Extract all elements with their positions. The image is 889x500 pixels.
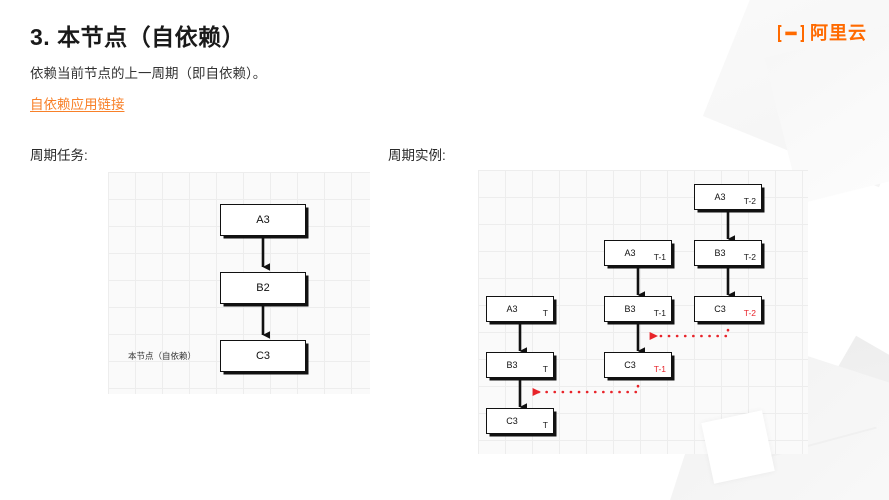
self-dependency-link[interactable]: 自依赖应用链接 — [30, 97, 125, 112]
section-heading-periodic-instance: 周期实例: — [388, 148, 446, 163]
periodic-task-diagram: A3 B2 C3 本节点（自依赖） — [108, 172, 370, 394]
node-c3-t[interactable]: C3 T — [486, 408, 554, 434]
node-b3-t1-tag: T-1 — [653, 307, 666, 318]
node-b3-t-tag: T — [542, 363, 548, 374]
node-b3-t2[interactable]: B3 T-2 — [694, 240, 762, 266]
node-c3[interactable]: C3 — [220, 340, 306, 372]
node-c3-t2-tag: T-2 — [743, 307, 756, 318]
node-a3-t2-label: A3 — [714, 191, 726, 202]
node-a3-t-tag: T — [542, 307, 548, 318]
node-a3-t1-label: A3 — [624, 247, 636, 258]
node-c3-t-label: C3 — [506, 415, 518, 426]
alibaba-cloud-logo-text: 阿里云 — [810, 23, 867, 43]
node-b3-t2-label: B3 — [714, 247, 726, 258]
page-subtitle: 依赖当前节点的上一周期（即自依赖）。 — [30, 66, 267, 81]
node-c3-t1-tag: T-1 — [653, 363, 666, 374]
node-a3-t[interactable]: A3 T — [486, 296, 554, 322]
node-a3-label: A3 — [256, 213, 270, 226]
node-b2-label: B2 — [256, 281, 270, 294]
node-c3-t1-label: C3 — [624, 359, 636, 370]
alibaba-cloud-logo: 阿里云 — [778, 24, 867, 42]
periodic-instance-diagram: A3 T-2 B3 T-2 C3 T-2 A3 T-1 B3 T-1 C3 T-… — [478, 170, 808, 454]
section-heading-periodic-task: 周期任务: — [30, 148, 88, 163]
left-diagram-edges — [261, 236, 271, 339]
node-a3-t-label: A3 — [506, 303, 518, 314]
node-a3-t1[interactable]: A3 T-1 — [604, 240, 672, 266]
node-c3-t1[interactable]: C3 T-1 — [604, 352, 672, 378]
right-diagram-edges — [518, 210, 736, 411]
node-b3-t2-tag: T-2 — [743, 251, 756, 262]
node-c3-t2-label: C3 — [714, 303, 726, 314]
node-a3-t2[interactable]: A3 T-2 — [694, 184, 762, 210]
node-a3[interactable]: A3 — [220, 204, 306, 236]
node-c3-t2[interactable]: C3 T-2 — [694, 296, 762, 322]
node-a3-t1-tag: T-1 — [653, 251, 666, 262]
page-title: 3. 本节点（自依赖） — [30, 24, 246, 50]
alibaba-cloud-mark-icon — [778, 24, 804, 42]
node-b3-t1-label: B3 — [624, 303, 636, 314]
node-b3-t1[interactable]: B3 T-1 — [604, 296, 672, 322]
node-c3-t-tag: T — [542, 419, 548, 430]
node-b3-t-label: B3 — [506, 359, 518, 370]
node-b2[interactable]: B2 — [220, 272, 306, 304]
node-c3-label: C3 — [255, 349, 271, 362]
left-diagram-annotation: 本节点（自依赖） — [128, 351, 197, 361]
node-b3-t[interactable]: B3 T — [486, 352, 554, 378]
node-a3-t2-tag: T-2 — [743, 195, 756, 206]
